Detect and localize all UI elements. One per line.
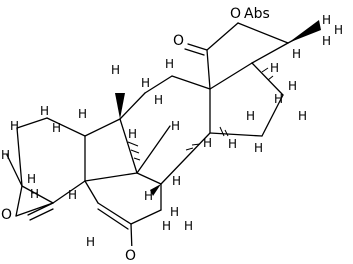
h-label: H — [254, 141, 263, 155]
abs-label: Abs — [244, 6, 270, 22]
h-label: H — [10, 119, 19, 133]
oxo-bottom-label: O — [125, 248, 136, 264]
h-label: H — [162, 219, 171, 233]
h-label: H — [292, 47, 301, 61]
h-label: H — [30, 187, 39, 201]
oxo-left-label: O — [1, 207, 12, 223]
h-label: H — [172, 174, 181, 188]
h-label: H — [322, 34, 331, 48]
h-label: H — [111, 63, 120, 77]
h-label: H — [334, 23, 343, 37]
ring-a — [6, 117, 86, 221]
h-label: H — [288, 79, 297, 93]
h-label: H — [68, 188, 77, 202]
stereo-marks — [115, 20, 321, 196]
h-label: H — [298, 109, 307, 123]
oxo-top-label: O — [173, 33, 184, 49]
h-label: H — [184, 219, 193, 233]
h-label: H — [128, 127, 137, 141]
h-label: H — [322, 13, 331, 27]
ring-core — [84, 75, 211, 253]
h-label: H — [27, 172, 36, 186]
h-label: H — [141, 76, 150, 90]
h-label: H — [154, 93, 163, 107]
h-label: H — [1, 148, 10, 162]
h-label: H — [52, 121, 61, 135]
h-label: H — [246, 109, 255, 123]
h-label: H — [203, 136, 212, 150]
hydrogen-labels: H H H H H H H H H H H H H H H H H H H H … — [1, 13, 343, 249]
h-label: H — [78, 107, 87, 121]
h-label: H — [86, 235, 95, 249]
h-label: H — [171, 119, 180, 133]
h-label: H — [274, 92, 283, 106]
h-label: H — [165, 57, 174, 71]
h-label: H — [40, 104, 49, 118]
h-label: H — [144, 189, 153, 203]
h-label: H — [228, 137, 237, 151]
ring-oxygen-label: O — [230, 6, 241, 22]
h-label: H — [270, 61, 279, 75]
h-label: H — [170, 205, 179, 219]
